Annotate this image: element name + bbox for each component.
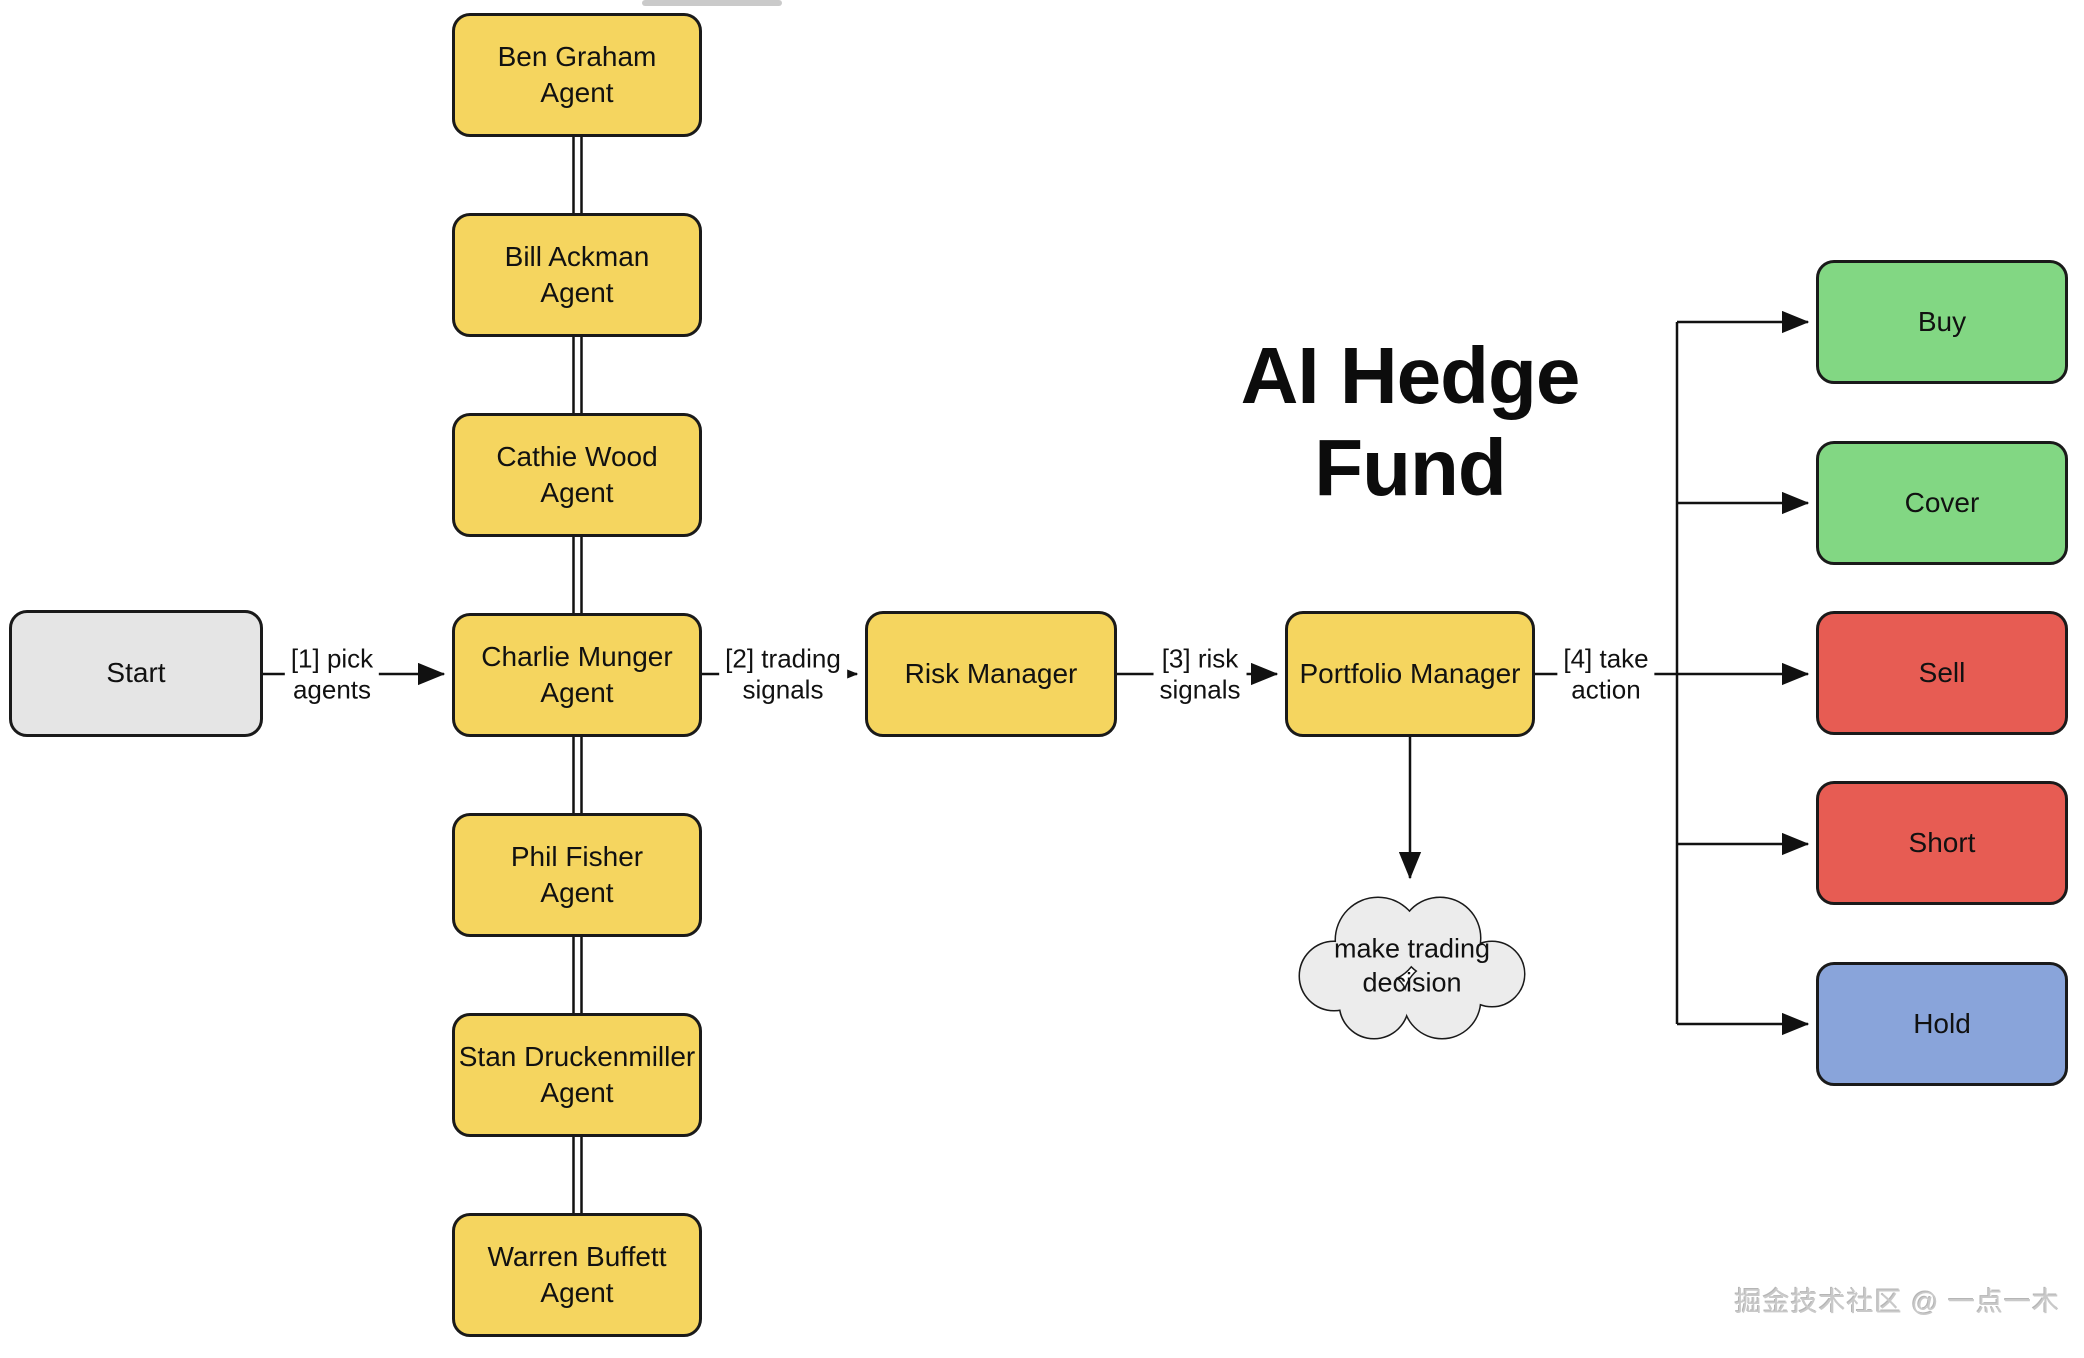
agent-chain-double-links [572, 137, 583, 1213]
agent-name: Phil Fisher [510, 840, 644, 872]
agent-suffix: Agent [540, 677, 614, 708]
start-node: Start [9, 610, 263, 737]
diagram-title-line1: AI Hedge [1240, 331, 1581, 420]
action-node-hold: Hold [1816, 962, 2068, 1086]
agent-label: Cathie Wood Agent [496, 439, 657, 512]
agent-node-warren-buffett: Warren Buffett Agent [452, 1213, 702, 1337]
action-label: Sell [1918, 656, 1966, 688]
agent-label: Ben Graham Agent [498, 39, 657, 112]
agent-label: Stan Druckenmiller Agent [459, 1039, 696, 1112]
agent-suffix: Agent [540, 877, 614, 908]
agent-node-charlie-munger: Charlie Munger Agent [452, 613, 702, 737]
edge-label-line: [2] trading [725, 643, 841, 674]
agent-suffix: Agent [540, 277, 614, 308]
cropped-edge-artifact [642, 0, 782, 6]
agent-node-cathie-wood: Cathie Wood Agent [452, 413, 702, 537]
decision-cloud-shape [1298, 896, 1526, 1040]
agent-name: Stan Druckenmiller [458, 1040, 696, 1072]
edge-label-line: [3] risk [1161, 643, 1239, 674]
decision-cloud-line1: make trading [1333, 933, 1491, 964]
agent-label: Phil Fisher Agent [511, 839, 643, 912]
risk-manager-label: Risk Manager [904, 657, 1078, 689]
edge-label-trading-signals: [2] trading signals [719, 641, 847, 707]
agent-node-ben-graham: Ben Graham Agent [452, 13, 702, 137]
decision-cloud-line2: decision [1362, 967, 1462, 997]
agent-label: Warren Buffett Agent [488, 1239, 667, 1312]
action-label: Buy [1917, 305, 1967, 337]
action-node-sell: Sell [1816, 611, 2068, 735]
action-node-short: Short [1816, 781, 2068, 905]
agent-suffix: Agent [540, 477, 614, 508]
edge-label-line: agents [292, 674, 372, 704]
agent-name: Bill Ackman [504, 240, 650, 272]
edge-label-risk-signals: [3] risk signals [1153, 641, 1247, 707]
agent-suffix: Agent [540, 1077, 614, 1108]
edge-label-line: [4] take [1563, 643, 1649, 674]
diagram-title: AI Hedge Fund [1160, 330, 1660, 514]
start-label: Start [106, 657, 166, 689]
action-node-cover: Cover [1816, 441, 2068, 565]
agent-label: Charlie Munger Agent [481, 639, 672, 712]
decision-cloud-label: make trading decision [1334, 932, 1490, 1000]
diagram-title-line2: Fund [1314, 423, 1506, 512]
portfolio-manager-label: Portfolio Manager [1299, 657, 1521, 689]
edge-label-take-action: [4] take action [1557, 641, 1655, 707]
edge-label-line: signals [1159, 674, 1241, 704]
agent-name: Cathie Wood [496, 440, 658, 472]
action-label: Cover [1904, 486, 1980, 518]
agent-node-phil-fisher: Phil Fisher Agent [452, 813, 702, 937]
agent-suffix: Agent [540, 1277, 614, 1308]
edge-label-line: action [1571, 674, 1641, 704]
action-label: Short [1908, 826, 1976, 858]
watermark-text: 掘金技术社区 @ 一点一木 [1734, 1287, 2060, 1317]
agent-suffix: Agent [540, 77, 614, 108]
action-node-buy: Buy [1816, 260, 2068, 384]
edge-label-line: signals [742, 674, 824, 704]
edge-label-pick-agents: [1] pick agents [284, 641, 380, 707]
agent-name: Warren Buffett [487, 1240, 667, 1272]
agent-node-stan-druckenmiller: Stan Druckenmiller Agent [452, 1013, 702, 1137]
agent-label: Bill Ackman Agent [505, 239, 650, 312]
agent-name: Charlie Munger [481, 640, 673, 672]
edge-label-line: [1] pick [290, 643, 374, 674]
portfolio-manager-node: Portfolio Manager [1285, 611, 1535, 737]
action-label: Hold [1913, 1007, 1971, 1039]
agent-node-bill-ackman: Bill Ackman Agent [452, 213, 702, 337]
agent-name: Ben Graham [497, 40, 657, 72]
risk-manager-node: Risk Manager [865, 611, 1117, 737]
